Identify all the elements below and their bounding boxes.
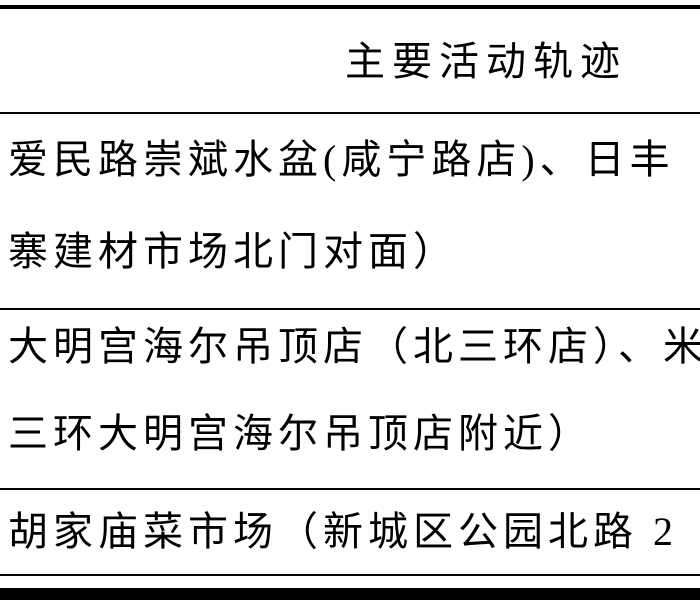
table-border-bottom bbox=[0, 588, 700, 600]
table-row-2-line-2: 三环大明宫海尔吊顶店附近） bbox=[8, 411, 593, 456]
table-border-row-3 bbox=[0, 574, 700, 576]
table-row-1-line-1: 爱民路崇斌水盆(咸宁路店)、日丰 bbox=[8, 137, 675, 182]
table-border-row-1 bbox=[0, 308, 700, 310]
table-border-row-2 bbox=[0, 488, 700, 490]
table-border-header bbox=[0, 112, 700, 114]
table-header-main-activity-track: 主要活动轨迹 bbox=[345, 39, 627, 84]
table-row-3-line-1: 胡家庙菜市场（新城区公园北路 2 bbox=[8, 509, 678, 554]
table-row-1-line-2: 寨建材市场北门对面） bbox=[8, 229, 458, 274]
table-row-2-line-1: 大明宫海尔吊顶店（北三环店）、米 bbox=[8, 324, 700, 369]
table-border-top bbox=[0, 5, 700, 9]
